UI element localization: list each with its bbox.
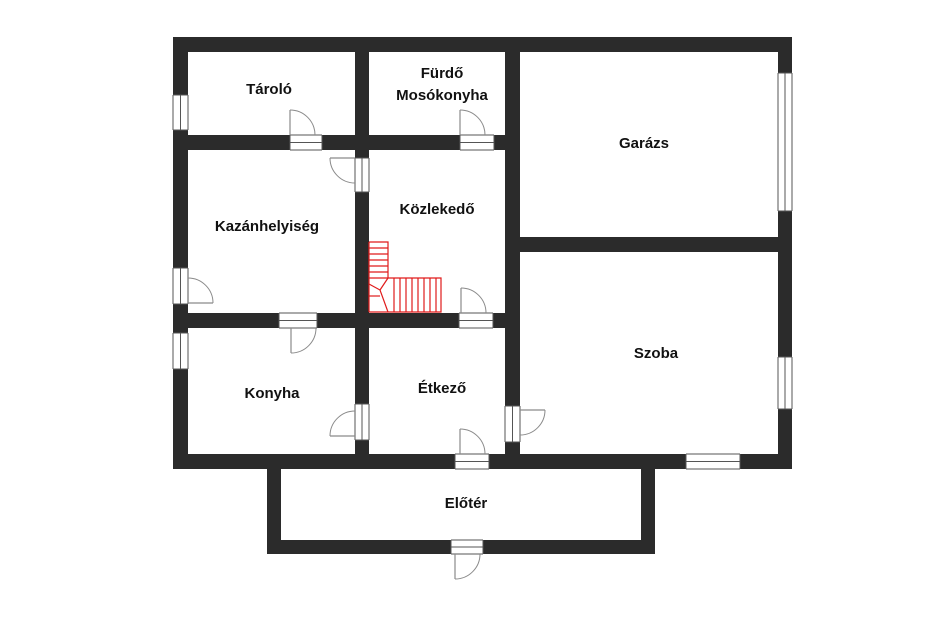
room-label-kazanhelyiseg: Kazánhelyiség bbox=[215, 218, 319, 235]
wall-segment bbox=[173, 313, 513, 328]
stair-stroke bbox=[379, 277, 389, 291]
room-label-konyha: Konyha bbox=[244, 385, 300, 402]
door-arc bbox=[459, 109, 486, 136]
wall-segment bbox=[173, 37, 792, 52]
room-label-mosokonyha: Mosókonyha bbox=[396, 87, 488, 104]
staircase-icon bbox=[368, 241, 442, 313]
wall-segment bbox=[267, 462, 281, 554]
door-arc bbox=[187, 277, 214, 304]
room-label-garazs: Garázs bbox=[619, 135, 669, 152]
door-arc bbox=[454, 553, 481, 580]
stair-stroke bbox=[368, 283, 389, 313]
door-arc bbox=[459, 428, 486, 455]
room-label-furdo: Fürdő bbox=[421, 65, 464, 82]
room-label-kozlekedo: Közlekedő bbox=[399, 201, 474, 218]
door-arc bbox=[519, 409, 546, 436]
door-arc bbox=[289, 109, 316, 136]
room-labels: Tároló Fürdő Mosókonyha Garázs Kazánhely… bbox=[215, 65, 679, 512]
room-label-etkezo: Étkező bbox=[418, 380, 466, 397]
wall-segment bbox=[173, 135, 363, 150]
door-arc bbox=[290, 327, 317, 354]
stair-stroke bbox=[369, 277, 442, 313]
wall-segment bbox=[641, 462, 655, 554]
door-arc bbox=[329, 410, 356, 437]
walls bbox=[173, 37, 792, 554]
wall-segment bbox=[513, 237, 783, 252]
windows bbox=[172, 72, 793, 555]
room-label-eloter: Előtér bbox=[445, 495, 488, 512]
door-arc bbox=[329, 157, 356, 184]
wall-segment bbox=[355, 37, 369, 455]
door-arc bbox=[460, 287, 487, 314]
wall-segment bbox=[505, 37, 520, 455]
room-label-tarolo: Tároló bbox=[246, 81, 292, 98]
doors bbox=[187, 109, 546, 580]
room-label-szoba: Szoba bbox=[634, 345, 679, 362]
